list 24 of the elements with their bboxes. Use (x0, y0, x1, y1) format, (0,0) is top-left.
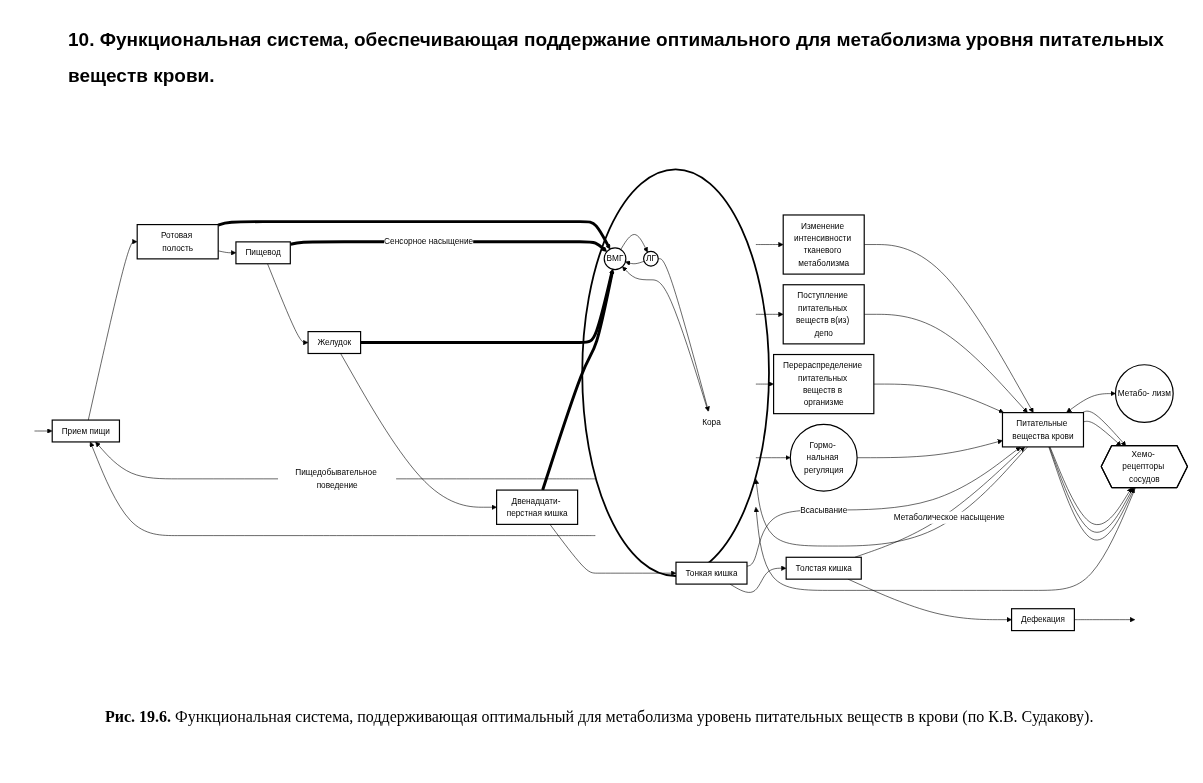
node-box: Пищевод (235, 241, 291, 265)
node-box: Прием пищи (51, 419, 121, 443)
node-circle: ЛГ (643, 250, 659, 267)
edge-label: Сенсорное насыщение (384, 236, 474, 247)
title: 10. Функциональная система, обеспечивающая поддержание оптимального для метаболизма уровня питательных веществ крови. (68, 28, 1165, 89)
node-circle: Метабо- лизм (1114, 364, 1174, 424)
edge-label: Всасывание (800, 504, 848, 515)
edge-label: Пищедобывательное поведение (295, 467, 377, 490)
node-circle: Гормо- нальная регуляция (789, 423, 858, 492)
arrow (541, 269, 615, 491)
node-box: Перераспределение питательных веществ в организме (773, 353, 875, 415)
node-circle: ВМГ (603, 247, 627, 271)
node-box: Ротовая полость (136, 224, 219, 260)
node-box: Желудок (307, 331, 362, 355)
node-box: Дефекация (1011, 608, 1075, 632)
node-box: Толстая кишка (785, 556, 862, 580)
node-box: Изменение интенсивности тканевого метаболизма (782, 214, 865, 275)
node-box: Тонкая кишка (675, 561, 748, 585)
node-box: Двенадцати- перстная кишка (496, 489, 579, 525)
caption: Рис. 19.6. Функциональная система, поддерживающая оптимальный для метаболизма уровень питательных веществ в крови (по К.В. Судакову). (105, 708, 1095, 727)
node-box: Поступление питательных веществ в(из) депо (782, 284, 865, 345)
node-box: Питательные вещества крови (1001, 412, 1085, 448)
edge-label: Метаболическое насыщение (893, 512, 1005, 523)
node-text: Кора (702, 417, 721, 427)
